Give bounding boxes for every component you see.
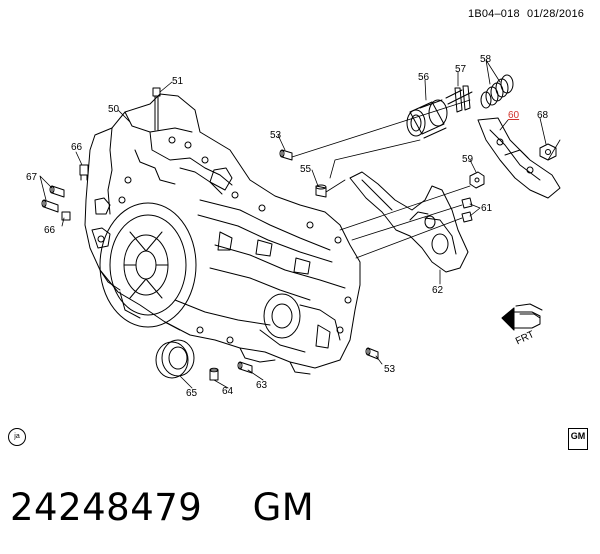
callout-labels: 51 50 53 55 56 57 58 60 68 59 61 62 66 6… <box>26 54 549 399</box>
part-68-nut <box>539 143 557 161</box>
callout-63: 63 <box>256 380 268 391</box>
callout-57: 57 <box>455 64 467 75</box>
part-53-lower-dowel <box>365 347 379 360</box>
part-57-bolts <box>445 85 473 113</box>
callout-59: 59 <box>462 154 474 165</box>
callout-56: 56 <box>418 72 430 83</box>
callout-62: 62 <box>432 285 444 296</box>
callout-68: 68 <box>537 110 549 121</box>
callout-55: 55 <box>300 164 312 175</box>
callout-53-upper: 53 <box>270 130 282 141</box>
transmission-case <box>84 93 361 375</box>
front-direction-arrow <box>501 303 543 331</box>
part-66-upper-plug <box>79 164 89 181</box>
part-60-bracket <box>477 117 561 199</box>
diagram-reference: 1B04–018 01/28/2016 <box>468 8 588 20</box>
callout-66-lower: 66 <box>44 225 56 236</box>
callout-60: 60 <box>508 110 520 121</box>
part-58-springs <box>480 74 514 109</box>
callout-65: 65 <box>186 388 198 399</box>
ja-badge-text: ja <box>14 433 20 440</box>
gm-logo-text: GM <box>570 431 586 441</box>
part-61-bolts <box>461 197 473 223</box>
front-arrow-label: FRT <box>514 329 536 347</box>
callout-51: 51 <box>172 76 184 87</box>
part-67-pins <box>41 185 65 213</box>
part-55-plug <box>315 184 327 198</box>
callout-53-lower: 53 <box>384 364 396 375</box>
callout-67: 67 <box>26 172 38 183</box>
part-53-upper-dowel <box>279 149 293 161</box>
callout-64: 64 <box>222 386 234 397</box>
callout-61: 61 <box>481 203 493 214</box>
footer-part-info: 24248479 GM <box>10 486 314 529</box>
diagram-ref-code: 1B04–018 <box>468 8 520 20</box>
part-66-lower-plug <box>61 211 71 221</box>
diagram-date: 01/28/2016 <box>527 8 585 20</box>
part-64-plug <box>209 367 219 381</box>
part-number: 24248479 <box>10 486 203 529</box>
callout-66-upper: 66 <box>71 142 83 153</box>
leader-lines <box>39 59 547 389</box>
part-62-mount-bracket <box>349 171 469 273</box>
callout-58: 58 <box>480 54 492 65</box>
part-56-piston <box>406 99 448 139</box>
alignment-lines <box>291 99 561 259</box>
part-59-bolt <box>469 171 485 189</box>
part-51-dipstick-tube <box>152 87 161 131</box>
part-65-seal <box>155 339 195 379</box>
gm-logo: GM <box>568 428 588 450</box>
callout-50: 50 <box>108 104 120 115</box>
brand-name: GM <box>252 486 315 529</box>
ja-badge: ja <box>8 428 26 446</box>
